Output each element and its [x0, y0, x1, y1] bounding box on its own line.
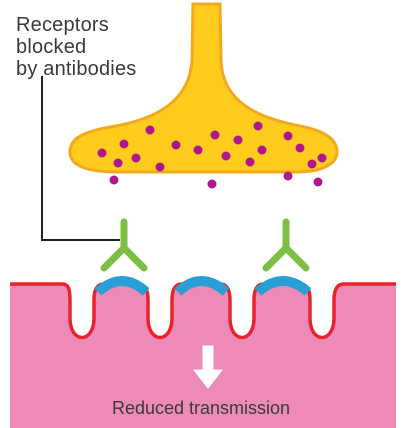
callout-line-2: blocked [16, 36, 87, 58]
vesicle [221, 151, 231, 161]
callout-line-1: Receptors [16, 14, 109, 36]
antibodies [100, 218, 310, 272]
vesicle [313, 177, 323, 187]
receptor [174, 276, 230, 296]
vesicle [131, 153, 141, 163]
vesicle [109, 175, 119, 185]
vesicle [113, 158, 123, 168]
callout-label: Receptors blocked by antibodies [16, 14, 136, 80]
vesicle [193, 145, 203, 155]
callout-leader-line [41, 76, 120, 241]
vesicle [283, 131, 293, 141]
nerve-terminal [68, 2, 339, 174]
vesicle [145, 125, 155, 135]
antibody-right [262, 218, 310, 272]
receptor [94, 276, 150, 296]
receptors [94, 276, 312, 296]
vesicle [257, 145, 267, 155]
vesicle [210, 130, 220, 140]
down-arrow-icon [192, 345, 224, 389]
vesicle [245, 157, 255, 167]
reduced-transmission-label: Reduced transmission [111, 398, 291, 418]
vesicle [155, 162, 165, 172]
vesicle [317, 153, 327, 163]
vesicle [283, 171, 293, 181]
antibody-left [100, 218, 148, 272]
vesicle [307, 159, 317, 169]
vesicles [97, 121, 327, 189]
vesicle [207, 179, 217, 189]
vesicle [119, 139, 129, 149]
vesicle [97, 148, 107, 158]
vesicle [253, 121, 263, 131]
callout-line-3: by antibodies [16, 58, 137, 80]
vesicle [233, 135, 243, 145]
vesicle [171, 140, 181, 150]
vesicle [295, 143, 305, 153]
receptor [254, 276, 312, 296]
